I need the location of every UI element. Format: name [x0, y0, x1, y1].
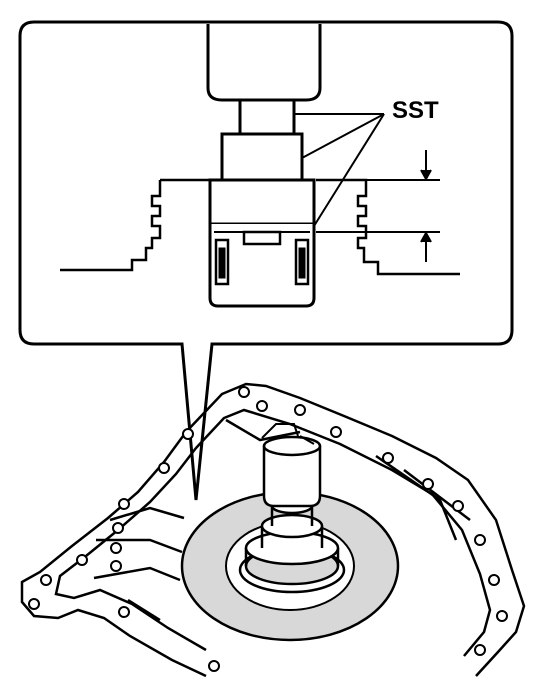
sst-upper-block	[220, 132, 304, 182]
bolt-holes	[28, 386, 508, 672]
sst-label: SST	[392, 97, 439, 124]
dimension-markers	[316, 150, 440, 262]
callout-detail	[18, 20, 514, 501]
case-rib-detail	[261, 423, 315, 445]
callout-frame	[18, 20, 514, 501]
sst-lower-collar	[208, 178, 316, 308]
housing-section-left	[60, 178, 212, 272]
press-ram	[206, 24, 322, 134]
sst-leader-lines	[294, 113, 385, 227]
press-ram-lower	[262, 435, 322, 508]
housing-section-right	[316, 178, 460, 276]
seal-installer	[238, 497, 346, 594]
